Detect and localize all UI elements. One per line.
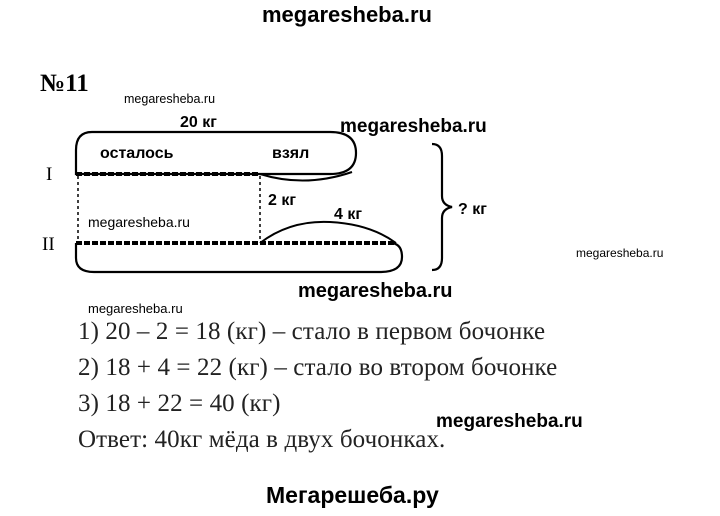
remaining-label: осталось — [100, 145, 174, 162]
barrel-2-outline — [74, 241, 404, 274]
sum-brace — [431, 142, 453, 272]
barrel-1-outline — [74, 130, 358, 176]
site-watermark-bottom: Мегарешеба.ру — [266, 482, 439, 508]
watermark-diagram-right: megaresheba.ru — [576, 246, 664, 260]
added-amount-label: 4 кг — [334, 206, 362, 223]
watermark-near-number: megaresheba.ru — [124, 92, 216, 106]
taken-amount-label: 2 кг — [268, 192, 296, 209]
problem-diagram: 20 кг осталось взял 2 кг 4 кг ? кг I II — [42, 114, 487, 274]
total-weight-label: 20 кг — [180, 114, 217, 131]
solution-step-2: 2) 18 + 4 = 22 (кг) – стало во втором бо… — [78, 354, 558, 381]
site-watermark-top: megaresheba.ru — [262, 2, 432, 27]
taken-arc — [259, 171, 353, 182]
sum-question-label: ? кг — [458, 201, 487, 218]
added-arc — [259, 220, 397, 244]
watermark-below-diagram-left: megaresheba.ru — [88, 301, 183, 316]
solution-step-1: 1) 20 – 2 = 18 (кг) – стало в первом боч… — [78, 318, 546, 345]
answer-line: Ответ: 40кг мёда в двух бочонках. — [78, 426, 446, 453]
row-2-label: II — [42, 234, 55, 255]
taken-label: взял — [272, 145, 309, 162]
row-1-label: I — [46, 164, 52, 185]
watermark-diagram-left: megaresheba.ru — [88, 214, 190, 230]
watermark-below-diagram: megaresheba.ru — [298, 280, 453, 302]
solution-step-3: 3) 18 + 22 = 40 (кг) — [78, 390, 281, 417]
watermark-diagram-top: megaresheba.ru — [340, 116, 487, 137]
watermark-solution-right: megaresheba.ru — [436, 411, 583, 432]
problem-number: №11 — [40, 70, 89, 97]
